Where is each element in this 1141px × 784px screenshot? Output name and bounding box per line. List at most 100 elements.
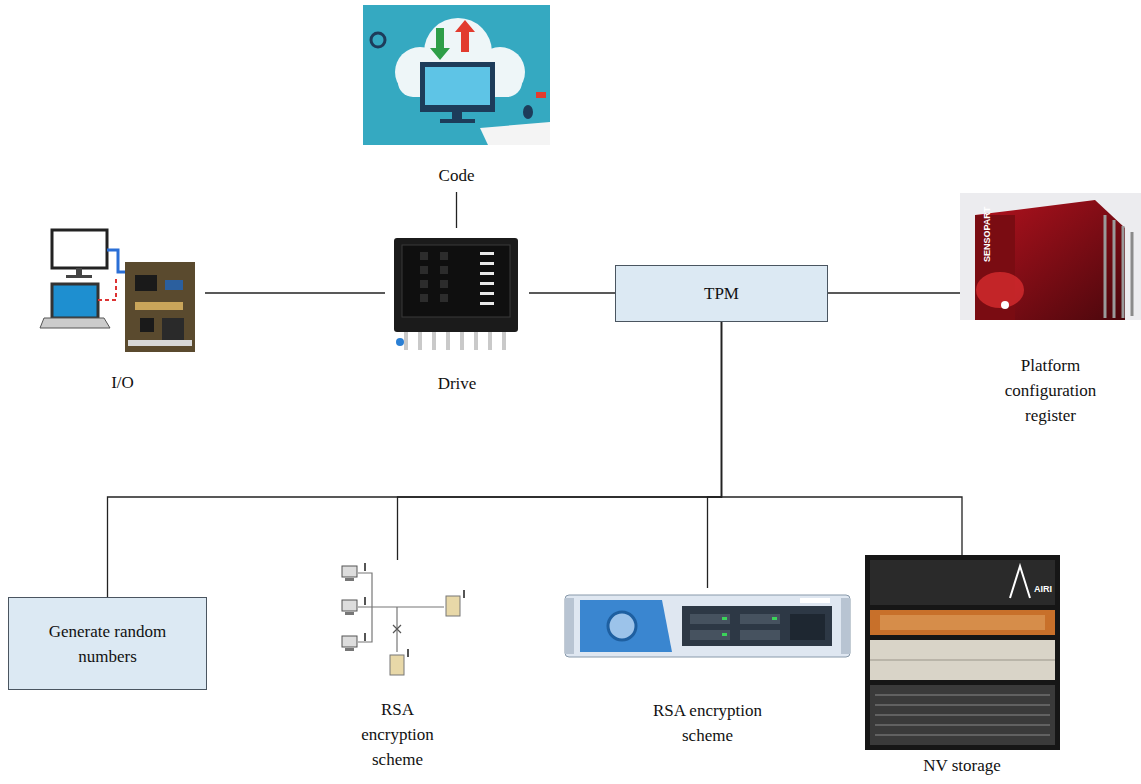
- storage-rack-illustration-part: [875, 705, 1050, 706]
- rack-server-illustration-part: [682, 606, 832, 646]
- drive-module-illustration-part: [488, 332, 492, 350]
- drive-module-illustration-part: [440, 280, 448, 288]
- storage-rack-illustration-part: [875, 725, 1050, 726]
- storage-rack-illustration-part: [875, 695, 1050, 696]
- network-illustration-part: [463, 590, 465, 598]
- drive-module-illustration-part: [480, 282, 494, 285]
- network-illustration-part: [345, 612, 354, 615]
- node-text: Code: [367, 163, 547, 188]
- drive-module-illustration-part: [420, 280, 428, 288]
- cloud-illustration-part: [455, 20, 475, 52]
- drive-module-illustration-part: [480, 302, 494, 305]
- rack-server-illustration-part: [690, 614, 730, 624]
- cloud-illustration-part: [430, 28, 450, 60]
- storage-rack-illustration-part: [1010, 566, 1030, 598]
- storage-rack-illustration-part: [875, 715, 1050, 716]
- node-text: Generate random numbers: [21, 619, 194, 669]
- process-box: TPM: [615, 265, 828, 322]
- network-illustration-part: [342, 600, 357, 611]
- drive-module-illustration-part: [420, 266, 428, 274]
- network-illustration-part: [393, 625, 401, 633]
- node-text: NV storage: [867, 753, 1057, 778]
- io-illustration-part: [66, 275, 92, 278]
- drive-module-illustration-part: [446, 332, 450, 350]
- image-caption: I/O: [40, 225, 205, 399]
- drive-module-illustration-part: [420, 252, 428, 260]
- rack-server-illustration-part: [772, 617, 777, 620]
- cloud-illustration-part: [480, 122, 550, 145]
- code-reader-illustration-part: [1001, 301, 1009, 309]
- io-illustration-part: [107, 250, 125, 272]
- io-illustration-part: [165, 280, 183, 290]
- network-illustration-part: [364, 633, 366, 641]
- connector-line: [108, 322, 722, 597]
- drive-module-illustration: [394, 238, 518, 350]
- cloud-illustration-part: [440, 119, 475, 123]
- network-illustration-part: [364, 563, 366, 571]
- drive-module-illustration-part: [396, 338, 404, 346]
- process-box: Generate random numbers: [8, 597, 207, 690]
- drive-module-illustration-part: [440, 266, 448, 274]
- storage-rack-illustration-part: [865, 555, 1060, 750]
- storage-rack-illustration-part: [870, 640, 1055, 680]
- image-caption: Drive: [385, 228, 529, 400]
- node-text: TPM: [704, 281, 739, 306]
- rack-server-illustration-part: [608, 612, 636, 640]
- connector-line: [456, 192, 457, 228]
- code-reader-illustration-part: [1104, 215, 1107, 318]
- connector-line: [722, 322, 963, 555]
- network-illustration-part: [364, 597, 366, 605]
- node-text: RSA encryption scheme: [638, 698, 778, 748]
- io-illustration: [40, 230, 195, 352]
- storage-rack-illustration-part: [870, 660, 1055, 661]
- rack-server-illustration-part: [722, 617, 727, 620]
- io-illustration-part: [52, 230, 107, 268]
- code-reader-illustration-part: [976, 272, 1024, 308]
- connector-line: [529, 292, 615, 293]
- network-illustration-part: [345, 578, 354, 581]
- drive-module-illustration-part: [420, 294, 428, 302]
- network-illustration-part: [345, 648, 354, 651]
- drive-module-illustration-part: [394, 238, 518, 332]
- io-illustration-part: [98, 276, 116, 300]
- storage-rack-illustration-part: [870, 685, 1055, 745]
- drive-module-illustration-part: [440, 252, 448, 260]
- code-reader-illustration-part: [1122, 226, 1125, 318]
- cloud-illustration: [363, 5, 550, 145]
- code-reader-illustration-part: [1131, 232, 1134, 316]
- drive-module-illustration-part: [480, 292, 494, 295]
- network-illustration-part: [342, 636, 357, 647]
- drive-module-illustration-part: [480, 272, 494, 275]
- rack-server-illustration-part: [722, 633, 727, 636]
- connector-line: [205, 292, 385, 293]
- io-illustration-part: [162, 318, 184, 340]
- node-text: Drive: [387, 371, 527, 396]
- drive-module-illustration-part: [440, 294, 448, 302]
- code-reader-illustration-part: [1113, 220, 1116, 318]
- brand-text: SENSOPART: [982, 207, 992, 262]
- io-illustration-part: [76, 268, 82, 276]
- io-illustration-part: [128, 340, 192, 346]
- io-illustration-part: [52, 284, 98, 318]
- cloud-illustration-part: [420, 62, 495, 112]
- drive-module-illustration-part: [474, 332, 478, 350]
- io-illustration-part: [125, 262, 195, 352]
- drive-module-illustration-part: [418, 332, 422, 350]
- drive-module-illustration-part: [480, 262, 494, 265]
- cloud-illustration-part: [363, 5, 550, 145]
- image-caption: RSA encryption scheme: [330, 560, 465, 776]
- storage-rack-illustration-part: [880, 615, 1045, 630]
- rack-server-illustration-part: [740, 614, 780, 624]
- drive-module-illustration-part: [460, 332, 464, 350]
- network-illustration-part: [342, 566, 357, 577]
- io-illustration-part: [40, 318, 110, 328]
- connector-line: [828, 292, 960, 293]
- code-reader-illustration-part: [960, 193, 1141, 320]
- rack-server-illustration-part: [800, 598, 830, 603]
- node-text: Platform configuration register: [986, 353, 1116, 428]
- cloud-illustration-part: [371, 33, 385, 47]
- network-illustration-part: [390, 655, 404, 675]
- image-caption: RSA encryption scheme: [565, 588, 850, 752]
